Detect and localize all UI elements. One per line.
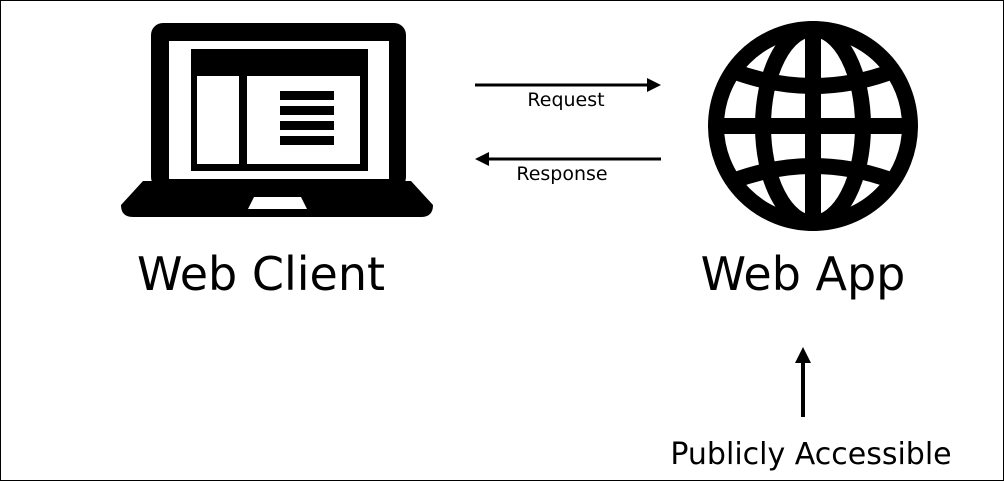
response-arrow bbox=[475, 152, 661, 166]
globe-icon bbox=[708, 21, 918, 231]
web-app-label: Web App bbox=[700, 247, 906, 301]
response-label: Response bbox=[516, 163, 608, 185]
public-access-arrow bbox=[795, 347, 811, 417]
laptop-icon bbox=[121, 23, 433, 217]
request-label: Request bbox=[527, 89, 605, 111]
request-arrow bbox=[475, 78, 661, 92]
laptop-trackpad-notch bbox=[248, 197, 307, 209]
publicly-accessible-label: Publicly Accessible bbox=[670, 437, 952, 472]
web-client-label: Web Client bbox=[136, 247, 386, 301]
laptop-screen bbox=[151, 23, 406, 189]
